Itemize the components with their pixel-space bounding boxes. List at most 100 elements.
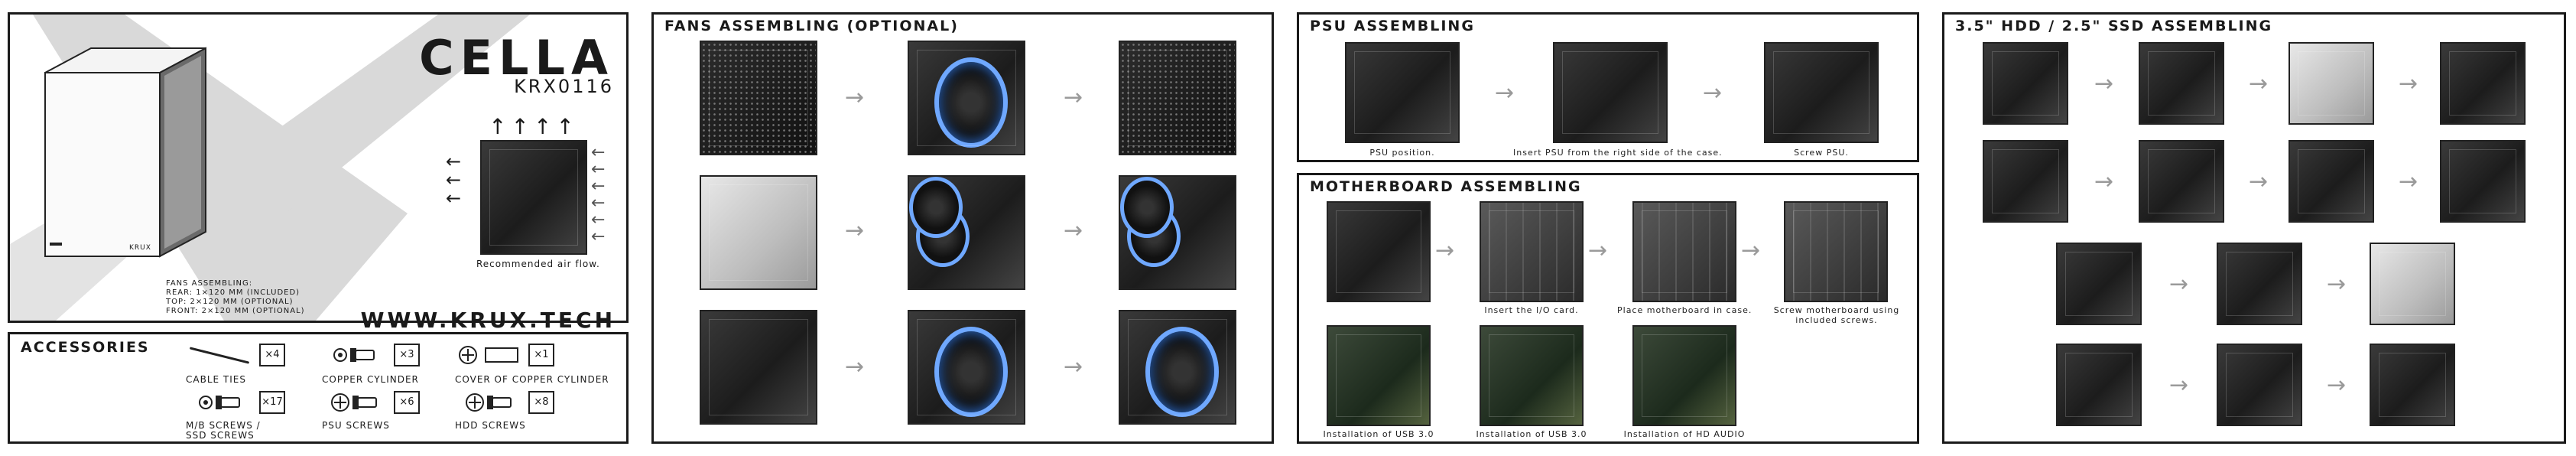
mb-screws-qty: ×17 xyxy=(259,391,285,414)
step-arrow-icon: → xyxy=(2327,271,2347,298)
step-arrow-icon: → xyxy=(2094,70,2114,97)
accessories-title: ACCESSORIES xyxy=(21,339,150,356)
brand-model: KRX0116 xyxy=(514,76,614,97)
storage-step-photo xyxy=(1983,42,2068,125)
step-arrow-icon: → xyxy=(2094,168,2114,195)
cover-copper-cylinder-qty: ×1 xyxy=(528,344,554,366)
step-arrow-icon: → xyxy=(1703,80,1723,106)
psu-step-photo xyxy=(1345,42,1460,143)
step-arrow-icon: → xyxy=(2399,168,2418,195)
brand-name: CELLA xyxy=(419,30,614,86)
fan-step-photo xyxy=(908,175,1025,290)
psu-caption: Insert PSU from the right side of the ca… xyxy=(1513,148,1723,158)
hd-audio-caption: Installation of HD AUDIO xyxy=(1623,429,1746,439)
psu-panel: PSU ASSEMBLING → → PSU position. Insert … xyxy=(1297,12,1919,162)
cover-copper-cylinder-label: COVER OF COPPER CYLINDER xyxy=(455,374,609,385)
motherboard-caption: Place motherboard in case. xyxy=(1617,305,1753,315)
psu-step-photo xyxy=(1553,42,1668,143)
step-arrow-icon: → xyxy=(1435,237,1455,264)
airflow-case-photo xyxy=(480,140,587,255)
storage-step-photo xyxy=(2370,344,2455,426)
cable-ties-icon xyxy=(184,344,255,366)
storage-title: 3.5" HDD / 2.5" SSD ASSEMBLING xyxy=(1955,18,2273,34)
step-arrow-icon: → xyxy=(2249,168,2269,195)
storage-step-photo xyxy=(2056,243,2142,325)
fan-step-photo xyxy=(908,41,1025,155)
fan-step-photo xyxy=(700,310,817,425)
storage-step-photo xyxy=(2217,344,2302,426)
mb-screws-label: M/B SCREWS / xyxy=(186,420,261,431)
case-illustration: KRUX xyxy=(30,42,221,262)
storage-step-photo xyxy=(2370,243,2455,325)
psu-caption: PSU position. xyxy=(1369,148,1435,158)
motherboard-step-photo xyxy=(1632,201,1736,302)
website-url: WWW.KRUX.TECH xyxy=(360,308,616,333)
step-arrow-icon: → xyxy=(1495,80,1515,106)
storage-panel: 3.5" HDD / 2.5" SSD ASSEMBLING → → → → →… xyxy=(1942,12,2566,444)
copper-cylinder-icon xyxy=(319,344,389,366)
psu-screws-qty: ×6 xyxy=(394,391,420,414)
usb-install-photo xyxy=(1480,325,1584,426)
motherboard-caption: Insert the I/O card. xyxy=(1484,305,1579,315)
hdd-screws-qty: ×8 xyxy=(528,391,554,414)
storage-step-photo xyxy=(2289,42,2374,125)
step-arrow-icon: → xyxy=(1588,237,1608,264)
psu-screws-icon xyxy=(319,391,389,414)
hdd-screws-label: HDD SCREWS xyxy=(455,420,526,431)
step-arrow-icon: → xyxy=(2327,372,2347,399)
storage-step-photo xyxy=(2289,140,2374,223)
step-arrow-icon: → xyxy=(845,217,865,244)
brand-panel: KRUX CELLA KRX0116 ↑↑↑↑ ←←← ←←←←←← Recom… xyxy=(8,12,629,333)
cover-copper-cylinder-icon xyxy=(453,344,524,366)
fan-step-photo xyxy=(1119,310,1236,425)
storage-step-photo xyxy=(2056,344,2142,426)
motherboard-caption: Screw motherboard using xyxy=(1773,305,1900,315)
mb-screws-icon xyxy=(184,391,255,414)
step-arrow-icon: → xyxy=(2249,70,2269,97)
case-drawing xyxy=(44,47,206,258)
motherboard-step-photo xyxy=(1480,201,1584,302)
psu-screws-label: PSU SCREWS xyxy=(322,420,390,431)
fans-assembling-info: FANS ASSEMBLING: REAR: 1×120 MM (INCLUDE… xyxy=(166,279,305,315)
fan-step-photo xyxy=(1119,175,1236,290)
step-arrow-icon: → xyxy=(1064,353,1083,380)
airflow-front-arrows: ←←←←←← xyxy=(591,143,606,246)
motherboard-step-photo xyxy=(1327,201,1431,302)
hd-audio-install-photo xyxy=(1632,325,1736,426)
storage-step-photo xyxy=(2440,140,2526,223)
accessories-panel: ACCESSORIES ×4 CABLE TIES ×3 COPPER CYLI… xyxy=(8,332,629,444)
step-arrow-icon: → xyxy=(2169,372,2189,399)
step-arrow-icon: → xyxy=(1064,84,1083,111)
storage-step-photo xyxy=(2139,42,2224,125)
motherboard-title: MOTHERBOARD ASSEMBLING xyxy=(1310,178,1582,195)
fan-step-photo xyxy=(700,175,817,290)
usb-install-photo xyxy=(1327,325,1431,426)
fans-panel: FANS ASSEMBLING (OPTIONAL) → → → → → → xyxy=(651,12,1274,444)
fan-step-photo xyxy=(1119,41,1236,155)
hdd-screws-icon xyxy=(453,391,524,414)
fan-step-photo xyxy=(908,310,1025,425)
ssd-screws-label: SSD SCREWS xyxy=(186,430,255,441)
step-arrow-icon: → xyxy=(845,353,865,380)
usb-caption: Installation of USB 3.0 xyxy=(1323,429,1434,439)
storage-step-photo xyxy=(1983,140,2068,223)
storage-step-photo xyxy=(2139,140,2224,223)
psu-caption: Screw PSU. xyxy=(1794,148,1849,158)
step-arrow-icon: → xyxy=(845,84,865,111)
airflow-diagram: ↑↑↑↑ ←←← ←←←←←← xyxy=(438,114,622,259)
psu-title: PSU ASSEMBLING xyxy=(1310,18,1475,34)
usb-caption: Installation of USB 3.0 xyxy=(1476,429,1587,439)
motherboard-panel: MOTHERBOARD ASSEMBLING → → → Insert the … xyxy=(1297,173,1919,444)
motherboard-caption: included screws. xyxy=(1795,315,1878,325)
step-arrow-icon: → xyxy=(1064,217,1083,244)
storage-step-photo xyxy=(2440,42,2526,125)
airflow-rear-arrows: ←←← xyxy=(446,151,462,209)
airflow-caption: Recommended air flow. xyxy=(476,259,600,269)
cable-ties-label: CABLE TIES xyxy=(186,374,246,385)
psu-step-photo xyxy=(1764,42,1879,143)
step-arrow-icon: → xyxy=(2169,271,2189,298)
copper-cylinder-qty: ×3 xyxy=(394,344,420,366)
cable-ties-qty: ×4 xyxy=(259,344,285,366)
storage-step-photo xyxy=(2217,243,2302,325)
motherboard-step-photo xyxy=(1784,201,1888,302)
